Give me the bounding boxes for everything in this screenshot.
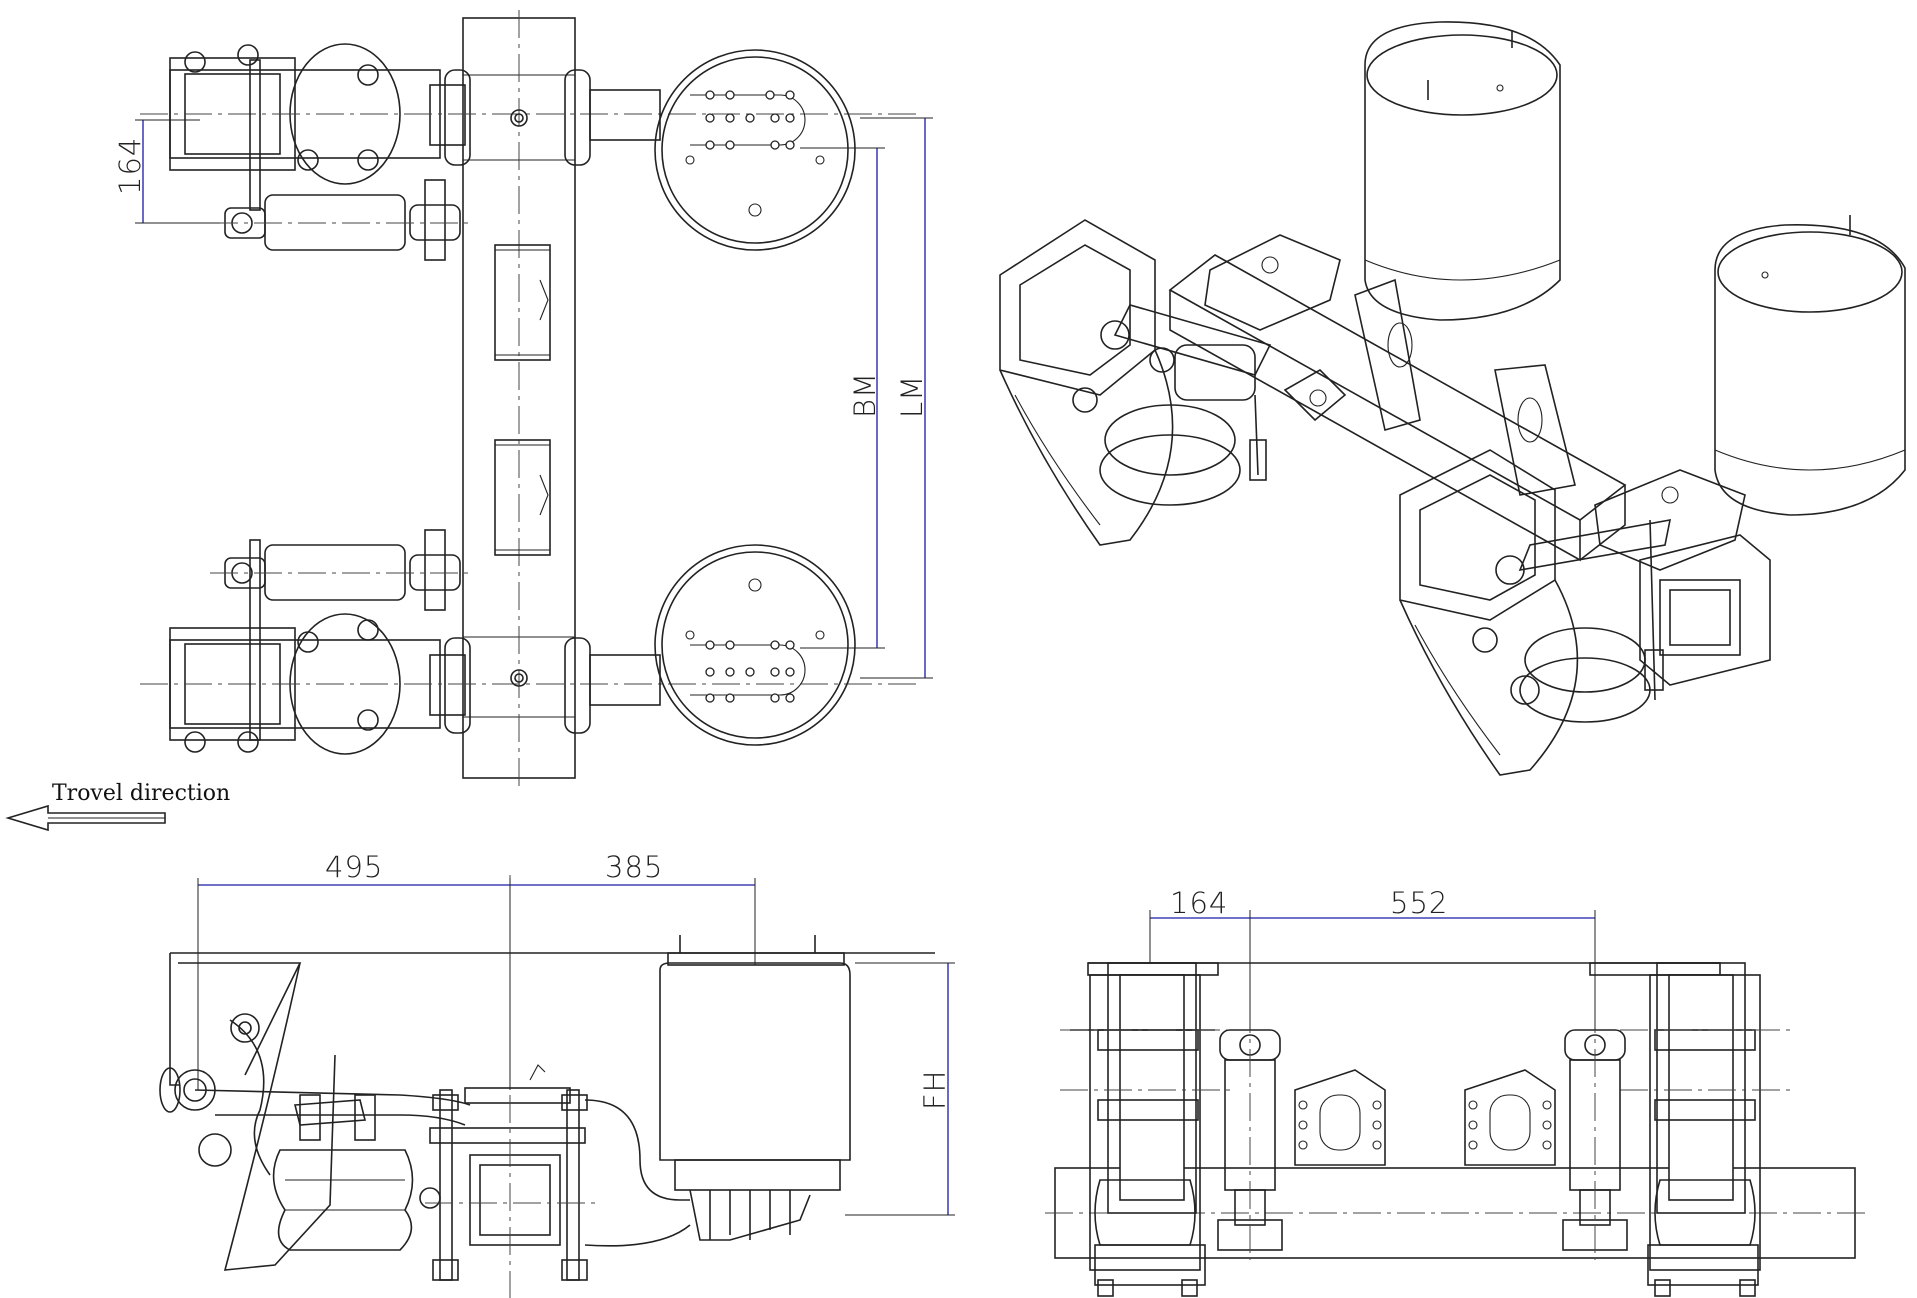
iso-air-spring-front — [1364, 21, 1561, 321]
top-view-lower-arm — [140, 529, 920, 755]
top-view: 164 BM LM Trovel direction — [5, 10, 933, 832]
top-view-air-spring-lower — [654, 544, 856, 746]
top-view-air-spring-upper — [654, 49, 856, 251]
iso-air-spring-rear — [1714, 215, 1906, 516]
rear-view-hanger-left — [1060, 962, 1230, 1297]
iso-hanger-rear — [1399, 449, 1746, 776]
dim-164-top: 164 — [113, 137, 147, 195]
left-arrow-icon — [5, 804, 166, 832]
side-view-dimensions: 495 385 FH — [197, 850, 955, 1216]
travel-direction-label: Trovel direction — [52, 781, 230, 806]
dim-bm: BM — [848, 372, 882, 418]
rear-view: 164 552 — [1045, 886, 1865, 1297]
dim-lm: LM — [895, 375, 929, 418]
rear-view-hanger-right — [1620, 962, 1790, 1297]
isometric-view — [999, 21, 1906, 776]
top-view-dimensions: 164 BM LM — [113, 117, 933, 679]
side-view: 495 385 FH — [159, 850, 955, 1298]
dim-552: 552 — [1390, 886, 1448, 920]
top-view-upper-arm — [140, 43, 920, 261]
rear-view-shock-left — [1217, 1005, 1283, 1260]
rear-view-shock-right — [1562, 1005, 1628, 1260]
rear-view-dimensions: 164 552 — [1149, 886, 1596, 1030]
iso-hanger-front — [999, 219, 1347, 546]
dim-385: 385 — [605, 850, 663, 884]
dim-164-rear: 164 — [1170, 886, 1228, 920]
travel-direction-note: Trovel direction — [5, 781, 230, 832]
rear-view-center-plate-left — [1294, 1069, 1386, 1166]
rear-view-center-plate-right — [1464, 1069, 1556, 1166]
dim-495: 495 — [325, 850, 383, 884]
dim-fh: FH — [918, 1070, 952, 1111]
